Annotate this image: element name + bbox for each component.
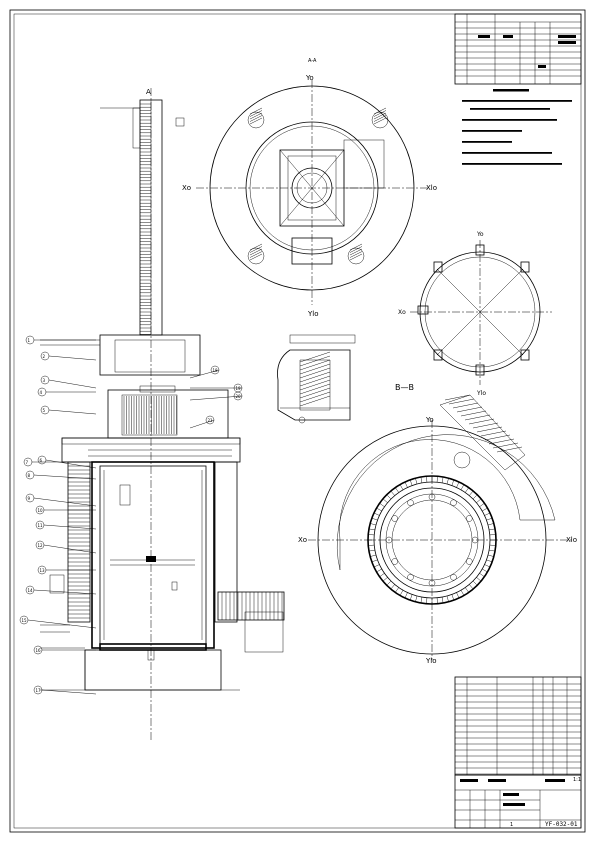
section-a-label: A: [146, 88, 151, 96]
part-number-label: 1: [28, 338, 31, 343]
part-number-label: 6: [40, 458, 43, 463]
svg-text:Yo: Yo: [305, 74, 314, 82]
part-number-label: 4: [40, 390, 43, 395]
svg-text:Xo: Xo: [298, 536, 307, 544]
svg-text:Ylo: Ylo: [476, 390, 486, 397]
part-number-label: 10: [38, 508, 44, 513]
part-number-label: 13: [40, 568, 46, 573]
svg-text:1: 1: [510, 822, 513, 828]
part-number-label: 19: [236, 386, 242, 391]
svg-text:Xo: Xo: [182, 184, 191, 192]
part-number-label: 17: [36, 688, 42, 693]
part-number-label: 8: [28, 473, 31, 478]
part-number-label: 21: [208, 418, 214, 423]
flange-pattern-view: Xo Yo Ylo: [398, 231, 552, 397]
part-number-label: 9: [28, 496, 31, 501]
part-number-label: 5: [43, 408, 46, 413]
part-number-label: 12: [38, 543, 44, 548]
svg-text:Xo: Xo: [398, 309, 406, 316]
part-number-label: 7: [26, 460, 29, 465]
header-table: [454, 13, 582, 85]
plan-view-aa: Yo Ylo Xo Xlo A-A: [182, 58, 437, 318]
svg-text:Xlo: Xlo: [566, 536, 577, 544]
inner-border: [13, 13, 582, 829]
part-number-label: 14: [28, 588, 34, 593]
part-number-label: 3: [43, 378, 46, 383]
part-number-label: 11: [38, 523, 44, 528]
section-bb-label: B—B: [395, 383, 414, 392]
title-block: YF-032-01 1 1:1: [454, 774, 582, 829]
technical-notes: [462, 89, 572, 165]
svg-text:Xlo: Xlo: [426, 184, 437, 192]
outer-border: [9, 9, 586, 833]
svg-text:Ylo: Ylo: [425, 657, 437, 665]
part-number-label: 15: [22, 618, 28, 623]
part-number-label: 18: [213, 368, 219, 373]
svg-text:A-A: A-A: [308, 58, 317, 64]
main-elevation-view: A: [40, 88, 285, 740]
part-number-label: 2: [43, 354, 46, 359]
detail-view: [277, 334, 356, 424]
svg-text:Yo: Yo: [425, 416, 434, 424]
svg-text:1:1: 1:1: [573, 777, 581, 783]
svg-text:Ylo: Ylo: [307, 310, 319, 318]
drawing-number: YF-032-01: [545, 821, 578, 828]
svg-text:Yo: Yo: [476, 231, 484, 238]
section-bb-view: B—B Xo Xlo Yo Ylo: [298, 383, 577, 665]
parts-list: [454, 676, 582, 776]
part-number-label: 16: [36, 648, 42, 653]
